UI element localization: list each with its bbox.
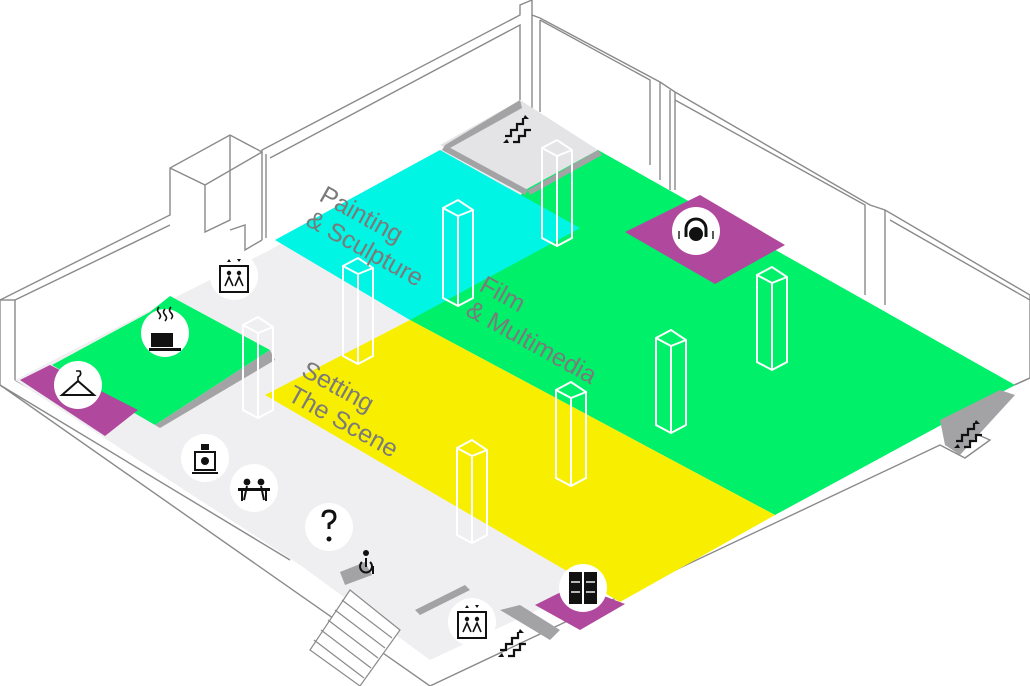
zone-film-multimedia-area[interactable] bbox=[410, 150, 1015, 515]
cloakroom-icon[interactable] bbox=[54, 361, 102, 409]
pillar bbox=[342, 256, 374, 366]
cafe-icon[interactable] bbox=[141, 306, 189, 357]
zone-setting-the-scene-area[interactable] bbox=[265, 320, 775, 602]
elevator-icon[interactable] bbox=[448, 598, 496, 646]
display-pillars bbox=[242, 138, 788, 545]
information-icon[interactable] bbox=[305, 503, 353, 551]
stairs-icon[interactable] bbox=[498, 629, 526, 658]
pillar bbox=[655, 328, 687, 435]
pillar bbox=[442, 198, 474, 308]
zone-painting-sculpture-area[interactable] bbox=[275, 150, 580, 320]
entrance-stairs[interactable] bbox=[309, 589, 401, 686]
pillar bbox=[756, 265, 788, 372]
stairs-icon[interactable] bbox=[503, 115, 531, 144]
elevator-icon[interactable] bbox=[210, 252, 258, 300]
pillar bbox=[555, 380, 587, 488]
lockers-icon[interactable] bbox=[559, 564, 607, 612]
pillar bbox=[456, 438, 488, 545]
accessibility-icon[interactable] bbox=[359, 550, 374, 574]
pillar bbox=[242, 315, 274, 420]
audio-guide-icon[interactable] bbox=[672, 207, 720, 255]
cafe-area[interactable] bbox=[52, 296, 275, 428]
stairs-icon[interactable] bbox=[954, 420, 982, 449]
help-desk-icon[interactable] bbox=[230, 464, 278, 512]
ticket-desk-icon[interactable] bbox=[181, 434, 229, 482]
pillar bbox=[541, 138, 573, 248]
